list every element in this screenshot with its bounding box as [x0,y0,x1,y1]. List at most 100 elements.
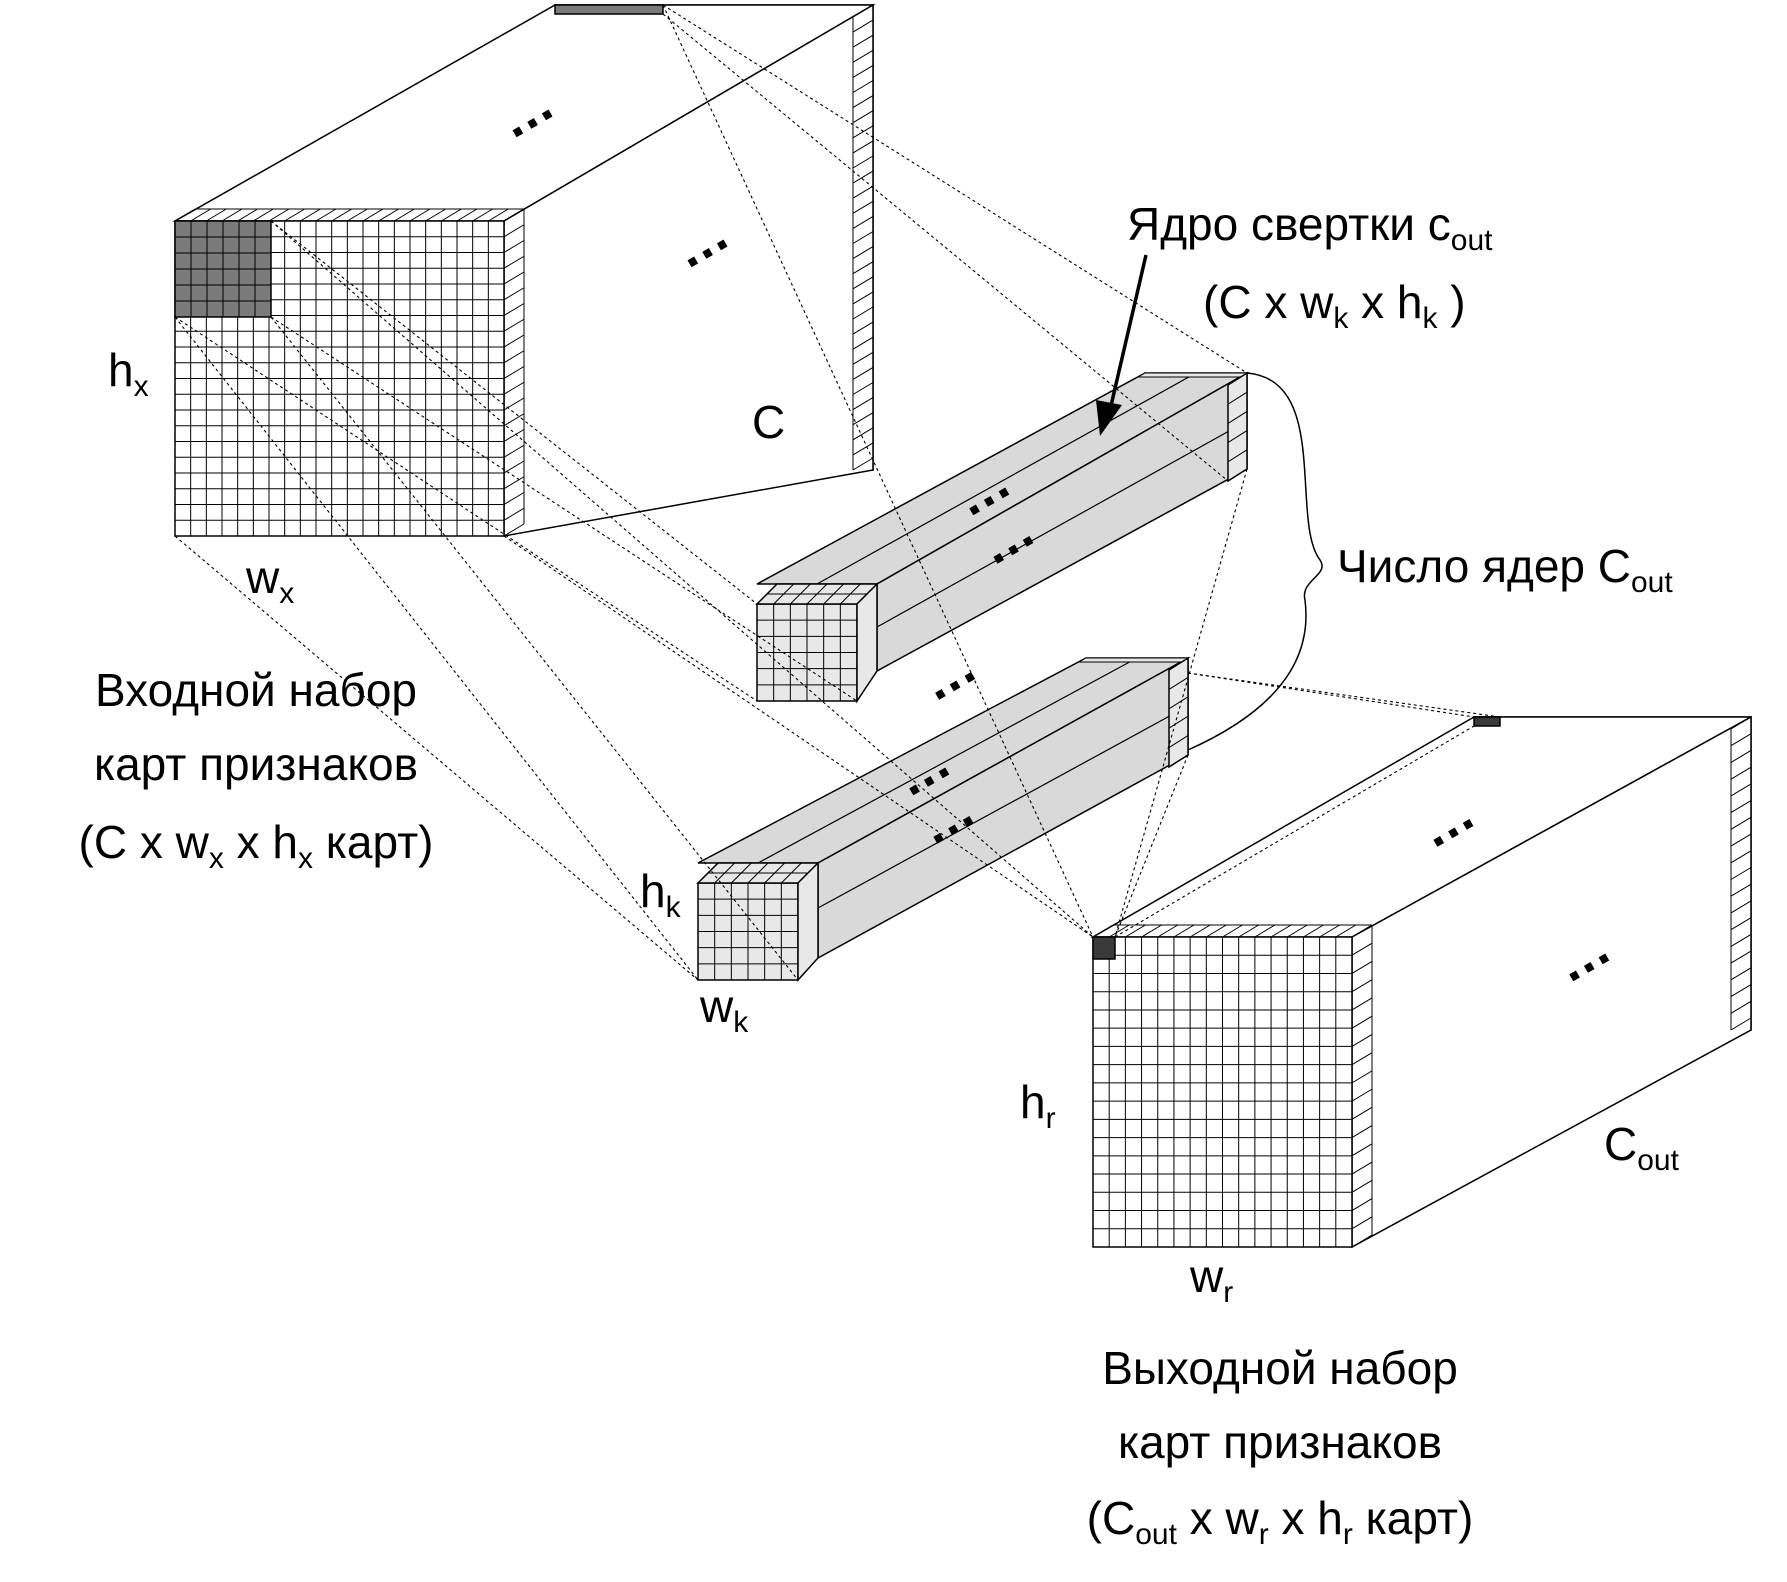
grid-line [852,442,874,456]
grid-line [456,208,478,222]
grid-line [503,334,525,348]
grid-line [1730,933,1752,947]
grid-line [852,457,874,471]
kernel-title-line2: (C x wk x hk ) [1203,276,1466,335]
grid-line [503,413,525,427]
grid-line [503,429,525,442]
grid-line [1730,850,1752,864]
grid-line [852,336,874,350]
grid-line [503,350,525,364]
output-volume [1090,715,1752,1249]
grid-line [503,255,525,269]
grid-line [206,208,227,222]
grid-line [852,231,874,244]
grid-line [284,208,305,222]
grid-line [1351,1216,1373,1230]
grid-line [852,125,874,139]
grid-line [1730,883,1752,897]
input-right-grid [503,208,525,537]
label-wx: wx [245,551,294,610]
input-front-grid [174,220,505,537]
grid-line [852,412,874,426]
grid-line [1227,449,1248,463]
grid-line [362,208,384,222]
grid-line [441,208,462,222]
grid-line [852,246,874,260]
grid-line [1227,430,1248,444]
grid-line [1189,924,1211,938]
grid-line [503,523,525,537]
grid-line [1125,924,1146,938]
grid-line [852,49,874,63]
grid-line [394,208,415,222]
grid-line [315,208,337,222]
grid-line [1730,967,1752,981]
grid-line [1141,924,1162,938]
grid-line [1730,800,1752,814]
grid-line [1168,754,1189,768]
grid-line [1730,1000,1752,1014]
grid-line [300,208,321,222]
grid-line [503,366,525,379]
grid-line [174,208,196,222]
output-caption-line2: карт признаков [1118,1416,1442,1468]
output-caption-line3: (Cout x wr x hr карт) [1087,1492,1474,1551]
grid-line [852,110,874,124]
grid-line [1730,783,1752,797]
grid-line [1319,924,1340,938]
grid-line [503,303,525,316]
grid-line [503,492,525,505]
grid-line [503,208,525,222]
grid-line [503,381,525,395]
grid-line [1730,867,1752,880]
grid-line [852,140,874,154]
grid-line [1351,942,1373,956]
grid-line [852,155,874,169]
grid-line [1730,950,1752,964]
grid-line [852,19,874,33]
grid-line [1303,924,1324,938]
grid-line [1351,1234,1373,1248]
kernel-2 [696,656,1191,982]
grid-line [1730,917,1752,931]
grid-line [852,95,874,109]
input-volume [172,3,876,537]
grid-line [503,397,525,411]
grid-line [1730,816,1752,830]
grid-line [1335,924,1357,938]
grid-line [378,208,399,222]
grid-line [425,208,446,222]
grid-line [1351,961,1373,974]
grid-line [503,318,525,332]
grid-line [1351,1198,1373,1211]
grid-line [1351,1033,1373,1047]
grid-line [347,208,368,222]
input-back-strip [852,4,874,471]
kernel-arrow [1096,254,1148,436]
grid-line [1227,391,1248,405]
grid-line [503,507,525,521]
grid-line [852,276,874,290]
label-hr: hr [1020,1076,1056,1135]
grid-line [409,208,431,222]
grid-line [1286,924,1308,938]
grid-line [852,215,874,229]
grid-line [1227,468,1248,482]
grid-line [1168,676,1189,690]
grid-line [1730,716,1752,730]
grid-line [331,208,352,222]
grid-line [1351,1015,1373,1029]
grid-line [1168,696,1189,710]
grid-line [852,185,874,199]
grid-line [1157,924,1179,938]
grid-line [237,208,258,222]
grid-line [1351,1052,1373,1066]
grid-line [472,208,493,222]
grid-line [1351,1161,1373,1175]
grid-line [1222,924,1243,938]
grid-line [1730,733,1752,747]
grid-line [852,261,874,275]
grid-line [1206,924,1227,938]
grid-line [852,397,874,411]
